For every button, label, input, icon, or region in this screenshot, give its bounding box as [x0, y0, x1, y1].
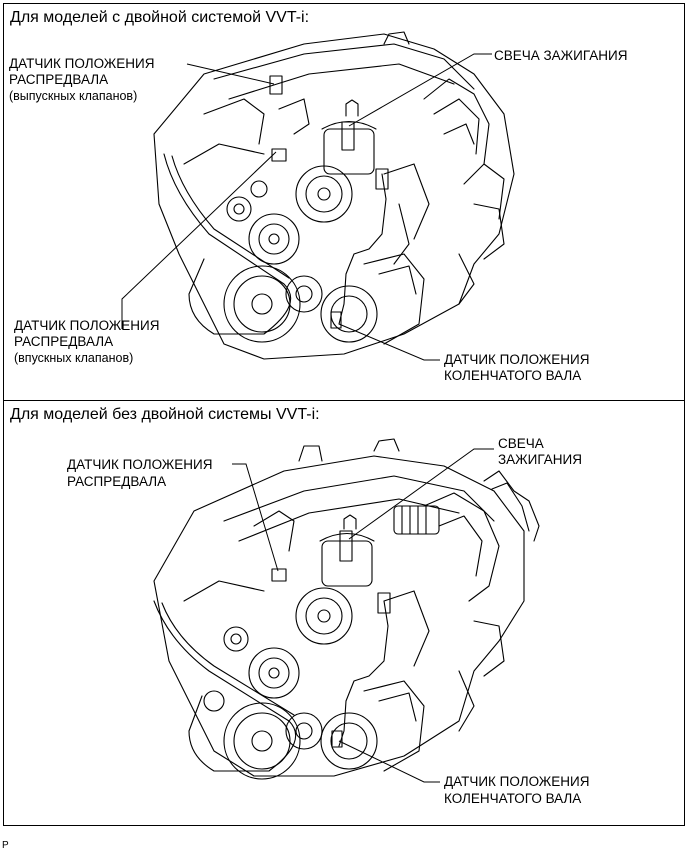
label-cam-exhaust-1: ДАТЧИК ПОЛОЖЕНИЯ [9, 56, 155, 71]
label-crank-1: ДАТЧИК ПОЛОЖЕНИЯ [444, 352, 590, 367]
leader-cam [232, 463, 279, 572]
panel-title-non-dual-vvti: Для моделей без двойной системы VVT-i: [10, 406, 320, 423]
engine-illustration-non-dual-vvti [153, 438, 540, 783]
leader-spark [348, 53, 492, 127]
panel-dual-vvti: Для моделей с двойной системой VVT-i: [3, 3, 685, 401]
engine-illustration-dual-vvti [121, 31, 515, 361]
leader-cam-intake [121, 151, 277, 329]
label-spark-plug: СВЕЧА ЗАЖИГАНИЯ [494, 48, 628, 63]
leader-spark [348, 448, 494, 540]
label-cam-intake-1: ДАТЧИК ПОЛОЖЕНИЯ [14, 318, 160, 333]
label-cam-1: ДАТЧИК ПОЛОЖЕНИЯ [67, 457, 213, 472]
label-crank-1: ДАТЧИК ПОЛОЖЕНИЯ [444, 774, 590, 789]
label-cam-intake-3: (впускных клапанов) [14, 351, 134, 365]
label-cam-2: РАСПРЕДВАЛА [67, 474, 167, 489]
footer-code: P [2, 840, 9, 851]
label-crank-2: КОЛЕНЧАТОГО ВАЛА [444, 791, 582, 806]
leader-cam-exhaust [186, 63, 275, 85]
panel-non-dual-vvti: Для моделей без двойной системы VVT-i: [3, 401, 685, 826]
leader-crank [338, 323, 440, 361]
label-cam-exhaust-2: РАСПРЕДВАЛА [9, 72, 109, 87]
label-spark-1: СВЕЧА [498, 436, 544, 451]
label-spark-2: ЗАЖИГАНИЯ [498, 452, 582, 467]
leader-crank [338, 740, 440, 783]
label-cam-exhaust-3: (выпускных клапанов) [9, 89, 138, 103]
panel-title-dual-vvti: Для моделей с двойной системой VVT-i: [10, 9, 310, 26]
label-crank-2: КОЛЕНЧАТОГО ВАЛА [444, 368, 582, 383]
label-cam-intake-2: РАСПРЕДВАЛА [14, 334, 114, 349]
